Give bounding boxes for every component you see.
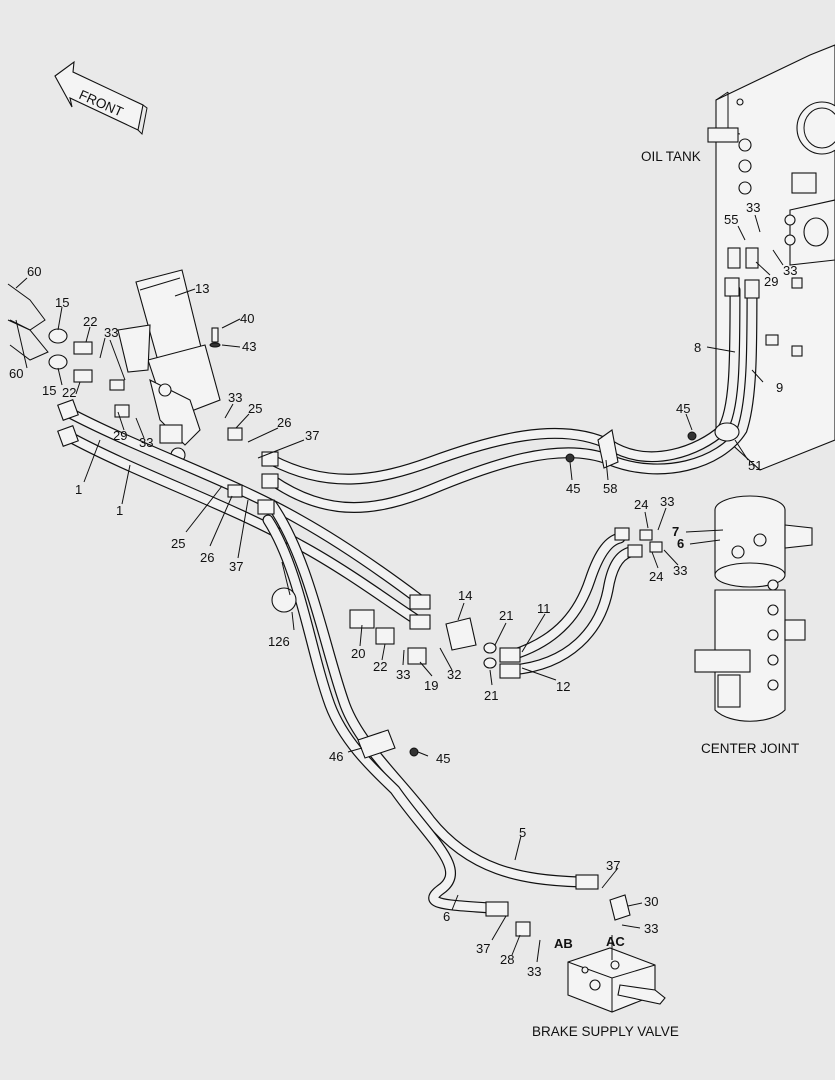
callout-33: 33 [139,435,153,450]
center-joint-caption: CENTER JOINT [701,741,799,756]
callout-15: 15 [55,295,69,310]
oil-tank-caption: OIL TANK [641,149,701,164]
callout-1: 1 [116,503,123,518]
callout-26: 26 [277,415,291,430]
front-arrow: FRONT [54,60,148,136]
clamp-58 [597,429,619,469]
port-label-ab: AB [554,936,573,951]
brake-supply-valve [567,935,666,1013]
callout-numbers: 60 60 15 15 22 22 33 33 29 13 40 43 33 2… [9,200,797,979]
port-label-7: 7 [672,524,679,539]
port-label-6: 6 [677,536,684,551]
callout-21: 21 [499,608,513,623]
callout-37: 37 [476,941,490,956]
callout-40: 40 [240,311,254,326]
callout-126: 126 [268,634,290,649]
callout-22: 22 [62,385,76,400]
clamp-51 [714,422,740,442]
callout-37: 37 [229,559,243,574]
callout-33: 33 [396,667,410,682]
callout-15: 15 [42,383,56,398]
callout-8: 8 [694,340,701,355]
callout-43: 43 [242,339,256,354]
callout-55: 55 [724,212,738,227]
callout-11: 11 [537,601,551,616]
callout-29: 29 [113,428,127,443]
brake-supply-valve-caption: BRAKE SUPPLY VALVE [532,1024,679,1039]
callout-30: 30 [644,894,658,909]
callout-60: 60 [27,264,41,279]
leader-lines [15,214,784,963]
callout-22: 22 [83,314,97,329]
center-joint [694,495,813,722]
callout-24: 24 [649,569,663,584]
callout-25: 25 [171,536,185,551]
callout-25: 25 [248,401,262,416]
callout-45: 45 [566,481,580,496]
callout-29: 29 [764,274,778,289]
callout-37: 37 [305,428,319,443]
callout-1: 1 [75,482,82,497]
callout-26: 26 [200,550,214,565]
callout-45: 45 [436,751,450,766]
callout-33: 33 [104,325,118,340]
callout-60: 60 [9,366,23,381]
callout-5: 5 [519,825,526,840]
callout-33: 33 [644,921,658,936]
callout-33: 33 [673,563,687,578]
callout-37: 37 [606,858,620,873]
callout-45: 45 [676,401,690,416]
callout-6: 6 [443,909,450,924]
callout-14: 14 [458,588,472,603]
callout-46: 46 [329,749,343,764]
callout-22: 22 [373,659,387,674]
clamp-46 [357,729,396,759]
callout-19: 19 [424,678,438,693]
callout-58: 58 [603,481,617,496]
hydraulic-hoses [62,284,758,914]
callout-13: 13 [195,281,209,296]
callout-33: 33 [783,263,797,278]
callout-20: 20 [351,646,365,661]
callout-33: 33 [228,390,242,405]
brake-pedal-assembly [117,269,221,463]
callout-28: 28 [500,952,514,967]
callout-33: 33 [660,494,674,509]
callout-32: 32 [447,667,461,682]
port-label-ac: AC [606,934,625,949]
callout-33: 33 [527,964,541,979]
callout-9: 9 [776,380,783,395]
callout-24: 24 [634,497,648,512]
callout-21: 21 [484,688,498,703]
callout-33: 33 [746,200,760,215]
fittings [7,247,760,937]
callout-51: 51 [748,458,762,473]
callout-12: 12 [556,679,570,694]
